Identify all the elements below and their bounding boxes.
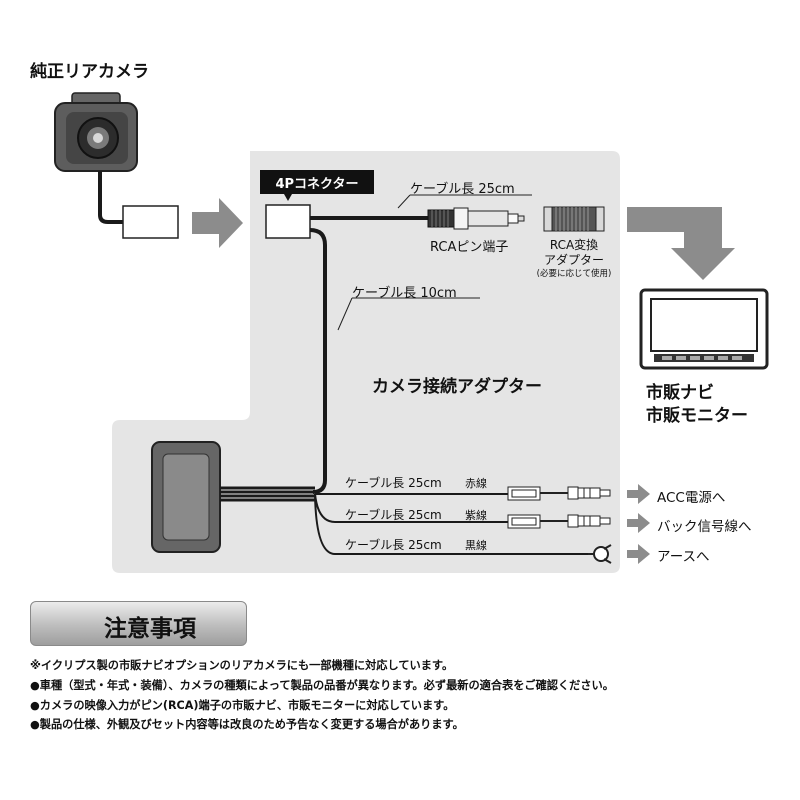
wire-black-length: ケーブル長 25cm [345, 538, 442, 552]
rca-converter-label-2: アダプター [543, 253, 604, 267]
wire-purple-color: 紫線 [465, 509, 487, 522]
rca-converter-adapter [543, 206, 605, 232]
wire-red-length: ケーブル長 25cm [345, 476, 442, 490]
caution-note-3: ●カメラの映像入力がピン(RCA)端子の市販ナビ、市販モニターに対応しています。 [30, 699, 455, 712]
rca-pin-label: RCAピン端子 [430, 240, 509, 255]
ground-terminal-icon [588, 544, 612, 564]
connector-label-box [260, 170, 374, 194]
arrow-ground-icon [627, 544, 650, 564]
caution-note-1: ※イクリプス製の市販ナビオプションのリアカメラにも一部機種に対応しています。 [30, 659, 454, 672]
rca-pin-plug [427, 207, 525, 230]
wire-black-color: 黒線 [465, 539, 487, 552]
wire-purple-length: ケーブル長 25cm [345, 508, 442, 522]
rca-converter-label-1: RCA変換 [549, 238, 599, 252]
purple-wire-terminal [507, 514, 611, 529]
monitor-label-1: 市販ナビ [646, 383, 714, 403]
4p-connector [265, 204, 311, 239]
red-wire-terminal [507, 486, 611, 501]
monitor-illustration [639, 288, 769, 370]
rca-converter-note: (必要に応じて使用) [536, 269, 612, 279]
camera-adapter-box [151, 441, 221, 553]
arrow-camera-to-adapter-icon [192, 198, 243, 248]
adapter-panel [112, 151, 620, 573]
caution-note-2: ●車種（型式・年式・装備）、カメラの種類によって製品の品番が異なります。必ず最新… [30, 679, 614, 692]
cable-rca-length: ケーブル長 25cm [410, 182, 515, 197]
cable-10cm [309, 228, 327, 494]
adapter-label: カメラ接続アダプター [372, 377, 542, 397]
cable-10cm-length: ケーブル長 10cm [352, 286, 457, 301]
wire-black-destination: アースへ [657, 549, 710, 565]
wire-purple-destination: バック信号線へ [657, 519, 752, 535]
connector-label: 4Pコネクター [275, 177, 359, 192]
arrow-back-signal-icon [627, 513, 650, 533]
caution-title: 注意事項 [104, 616, 196, 642]
camera-label: 純正リアカメラ [30, 62, 149, 82]
camera-cable [98, 171, 124, 224]
arrow-acc-icon [627, 484, 650, 504]
monitor-label-2: 市販モニター [646, 406, 748, 426]
wire-red-color: 赤線 [465, 477, 487, 490]
wire-black [314, 493, 588, 555]
caution-header [30, 601, 247, 646]
wire-red-destination: ACC電源へ [657, 490, 726, 506]
arrow-to-monitor-icon [627, 207, 735, 280]
caution-note-4: ●製品の仕様、外観及びセット内容等は改良のため予告なく変更する場合があります。 [30, 718, 464, 731]
camera-connector [122, 205, 179, 239]
rear-camera-illustration [54, 92, 138, 172]
